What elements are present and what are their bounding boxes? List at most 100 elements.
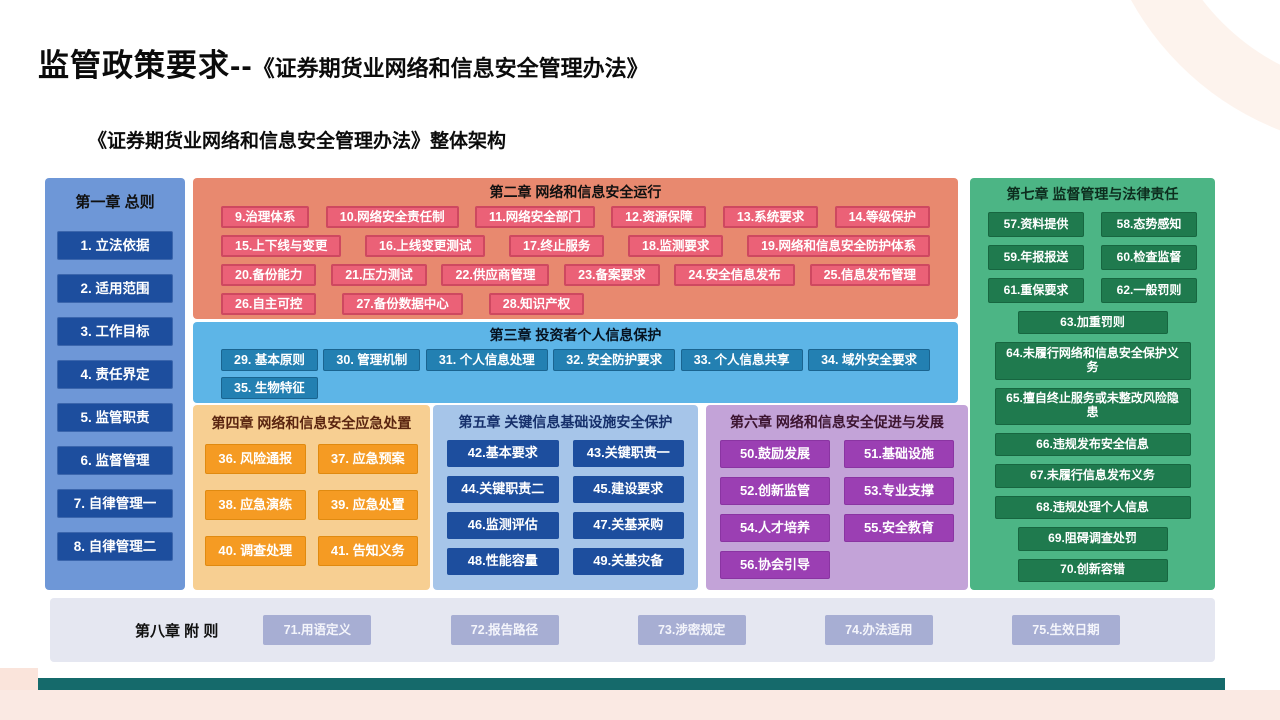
- chapter3-item: 33. 个人信息共享: [680, 349, 803, 371]
- chapter2-item: 21.压力测试: [331, 264, 427, 286]
- chapter6-title: 第六章 网络和信息安全促进与发展: [730, 414, 944, 430]
- chapter2-item: 23.备案要求: [564, 264, 660, 286]
- chapter6-item: 51.基础设施: [844, 440, 954, 468]
- chapter4-item: 36. 风险通报: [205, 444, 306, 474]
- chapter8-item: 71.用语定义: [263, 615, 372, 645]
- chapter5-item: 47.关基采购: [572, 512, 684, 539]
- chapter7-item: 67.未履行信息发布义务: [994, 464, 1191, 488]
- chapter6-panel: 第六章 网络和信息安全促进与发展 50.鼓励发展 51.基础设施 52.创新监管…: [706, 405, 968, 590]
- chapter3-title: 第三章 投资者个人信息保护: [489, 327, 662, 343]
- chapter2-item: 28.知识产权: [488, 293, 585, 315]
- chapter8-panel: 第八章 附 则 71.用语定义 72.报告路径 73.涉密规定 74.办法适用 …: [50, 598, 1215, 662]
- chapter4-item: 39. 应急处置: [317, 490, 418, 520]
- diagram-subtitle: 《证券期货业网络和信息安全管理办法》整体架构: [88, 131, 507, 152]
- chapter3-row: 29. 基本原则 30. 管理机制 31. 个人信息处理 32. 安全防护要求 …: [221, 349, 930, 371]
- chapter2-item: 22.供应商管理: [441, 264, 550, 286]
- page-title: 监管政策要求--: [38, 48, 253, 83]
- chapter2-item: 10.网络安全责任制: [325, 206, 459, 228]
- chapter1-item: 7. 自律管理一: [57, 489, 173, 518]
- chapter5-title: 第五章 关键信息基础设施安全保护: [458, 414, 673, 430]
- chapter8-item: 72.报告路径: [450, 615, 559, 645]
- chapter1-panel: 第一章 总则 1. 立法依据 2. 适用范围 3. 工作目标 4. 责任界定 5…: [45, 178, 185, 590]
- chapter5-item: 42.基本要求: [447, 440, 559, 467]
- chapter3-item: 35. 生物特征: [221, 377, 318, 399]
- chapter2-item: 11.网络安全部门: [475, 206, 595, 228]
- chapter7-item: 58.态势感知: [1101, 212, 1197, 237]
- chapter5-item: 49.关基灾备: [572, 548, 684, 575]
- chapter6-item: 56.协会引导: [720, 551, 830, 579]
- chapter7-row: 57.资料提供 58.态势感知: [988, 212, 1197, 237]
- chapter5-grid: 42.基本要求 43.关键职责一 44.关键职责二 45.建设要求 46.监测评…: [447, 440, 684, 575]
- footer-pink-band: [0, 690, 1280, 720]
- chapter2-item: 19.网络和信息安全防护体系: [747, 235, 930, 257]
- chapter7-item: 68.违规处理个人信息: [994, 495, 1191, 520]
- chapter3-item: 34. 域外安全要求: [808, 349, 930, 371]
- chapter2-item: 16.上线变更测试: [365, 235, 486, 257]
- chapter1-item: 6. 监督管理: [57, 446, 173, 475]
- chapter2-row: 15.上下线与变更 16.上线变更测试 17.终止服务 18.监测要求 19.网…: [221, 235, 930, 257]
- chapter4-item: 40. 调查处理: [205, 536, 306, 566]
- chapter2-item: 14.等级保护: [834, 206, 930, 228]
- chapter6-item: 55.安全教育: [844, 514, 954, 542]
- chapter2-item: 20.备份能力: [221, 264, 317, 286]
- chapter4-panel: 第四章 网络和信息安全应急处置 36. 风险通报 37. 应急预案 38. 应急…: [193, 405, 430, 590]
- chapter2-row: 20.备份能力 21.压力测试 22.供应商管理 23.备案要求 24.安全信息…: [221, 264, 930, 286]
- chapter4-grid: 36. 风险通报 37. 应急预案 38. 应急演练 39. 应急处置 40. …: [205, 444, 418, 566]
- chapter3-item: 31. 个人信息处理: [425, 349, 548, 371]
- chapter7-item: 59.年报报送: [988, 245, 1084, 270]
- chapter2-item: 12.资源保障: [611, 206, 707, 228]
- chapter7-item: 70.创新容错: [1017, 558, 1168, 582]
- chapter7-panel: 第七章 监督管理与法律责任 57.资料提供 58.态势感知 59.年报报送 60…: [970, 178, 1215, 590]
- chapter6-item: 53.专业支撑: [844, 477, 954, 505]
- chapter6-item: 52.创新监管: [720, 477, 830, 505]
- chapter5-item: 45.建设要求: [572, 476, 684, 503]
- chapter8-row: 71.用语定义 72.报告路径 73.涉密规定 74.办法适用 75.生效日期: [263, 615, 1120, 645]
- chapter6-grid: 50.鼓励发展 51.基础设施 52.创新监管 53.专业支撑 54.人才培养 …: [720, 440, 954, 579]
- chapter7-row: 59.年报报送 60.检查监督: [988, 245, 1197, 270]
- chapter2-item: 24.安全信息发布: [674, 264, 795, 286]
- chapter2-item: 9.治理体系: [221, 206, 310, 228]
- chapter1-item: 5. 监管职责: [57, 403, 173, 432]
- chapter5-item: 48.性能容量: [447, 548, 559, 575]
- chapter1-item: 8. 自律管理二: [57, 532, 173, 561]
- chapter3-item: 29. 基本原则: [221, 349, 318, 371]
- chapter4-item: 38. 应急演练: [205, 490, 306, 520]
- chapter7-title: 第七章 监督管理与法律责任: [1006, 186, 1179, 202]
- chapter7-item: 57.资料提供: [988, 212, 1084, 237]
- chapter3-panel: 第三章 投资者个人信息保护 29. 基本原则 30. 管理机制 31. 个人信息…: [193, 322, 958, 403]
- chapter8-item: 74.办法适用: [824, 615, 933, 645]
- chapter2-item: 15.上下线与变更: [221, 235, 342, 257]
- decorative-ring: [1095, 0, 1280, 150]
- chapter7-item: 61.重保要求: [988, 278, 1084, 303]
- chapter2-item: 27.备份数据中心: [342, 293, 463, 315]
- chapter6-item: 54.人才培养: [720, 514, 830, 542]
- chapter7-item: 66.违规发布安全信息: [994, 432, 1191, 457]
- chapter4-title: 第四章 网络和信息安全应急处置: [211, 415, 412, 431]
- chapter4-item: 41. 告知义务: [317, 536, 418, 566]
- chapter2-item: 26.自主可控: [221, 293, 317, 315]
- chapter2-item: 18.监测要求: [628, 235, 724, 257]
- page-header: 监管政策要求-- 《证券期货业网络和信息安全管理办法》: [38, 40, 649, 85]
- chapter5-item: 44.关键职责二: [447, 476, 559, 503]
- chapter5-item: 43.关键职责一: [572, 440, 684, 467]
- chapter2-row: 26.自主可控 27.备份数据中心 28.知识产权: [221, 293, 930, 315]
- chapter2-item: 25.信息发布管理: [809, 264, 930, 286]
- chapter7-item: 65.擅自终止服务或未整改风险隐患: [994, 387, 1191, 425]
- chapter3-row: 35. 生物特征: [221, 377, 930, 399]
- chapter7-item: 69.阻碍调查处罚: [1017, 527, 1168, 551]
- chapter7-item: 64.未履行网络和信息安全保护义务: [994, 342, 1191, 380]
- chapter3-item: 30. 管理机制: [323, 349, 421, 371]
- chapter1-title: 第一章 总则: [75, 194, 155, 211]
- chapter3-item: 32. 安全防护要求: [553, 349, 676, 371]
- chapter2-item: 17.终止服务: [509, 235, 605, 257]
- chapter5-panel: 第五章 关键信息基础设施安全保护 42.基本要求 43.关键职责一 44.关键职…: [433, 405, 698, 590]
- chapter7-item: 62.一般罚则: [1101, 278, 1197, 303]
- chapter2-title: 第二章 网络和信息安全运行: [489, 184, 662, 200]
- chapter8-item: 73.涉密规定: [637, 615, 746, 645]
- chapter7-row: 61.重保要求 62.一般罚则: [988, 278, 1197, 303]
- chapter1-item: 4. 责任界定: [57, 360, 173, 389]
- chapter2-panel: 第二章 网络和信息安全运行 9.治理体系 10.网络安全责任制 11.网络安全部…: [193, 178, 958, 319]
- chapter1-item: 2. 适用范围: [57, 274, 173, 303]
- chapter2-row: 9.治理体系 10.网络安全责任制 11.网络安全部门 12.资源保障 13.系…: [221, 206, 930, 228]
